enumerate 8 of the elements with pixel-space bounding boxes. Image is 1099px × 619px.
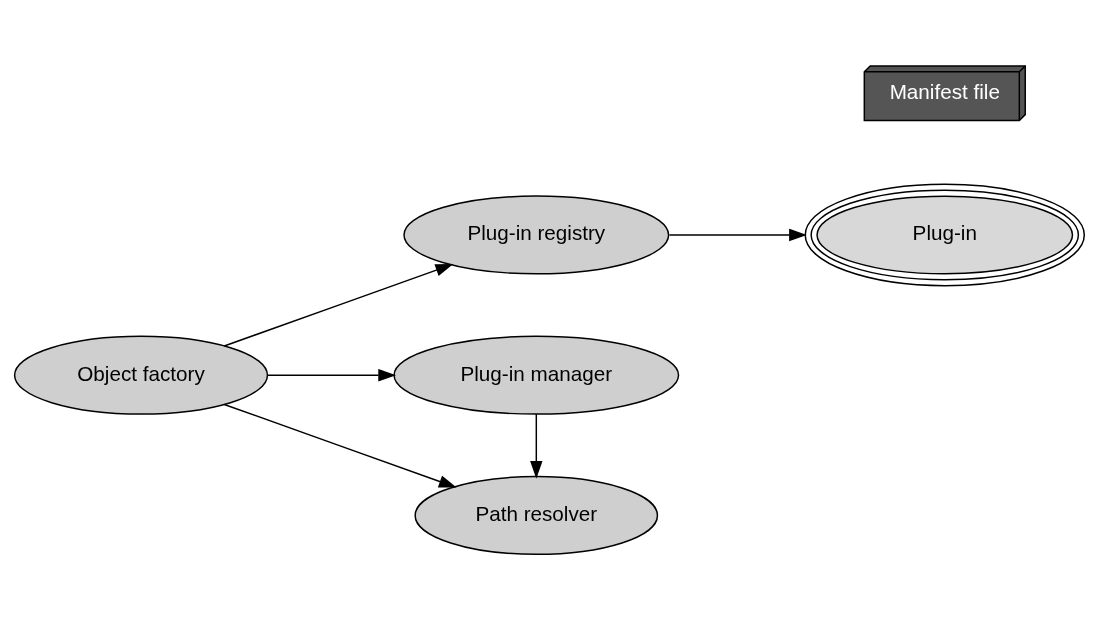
arrow xyxy=(668,228,807,241)
node-ellipse: Object factory xyxy=(13,335,269,415)
arrow xyxy=(223,263,454,347)
arrow xyxy=(530,412,543,479)
arrow xyxy=(267,368,397,381)
arrow xyxy=(223,403,457,487)
node-ellipse: Plug-in manager xyxy=(393,335,680,415)
node-ellipse: Plug-in xyxy=(804,183,1086,286)
